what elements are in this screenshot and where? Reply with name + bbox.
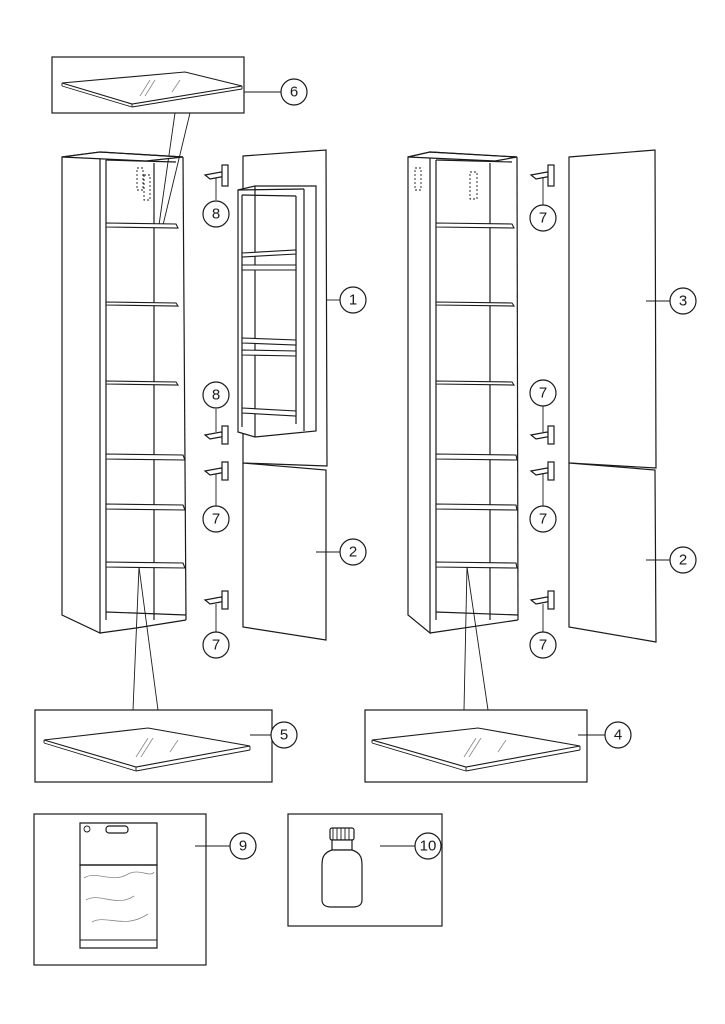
callout-10: 10: [414, 832, 442, 860]
inset-fitting-bag-9: [33, 813, 230, 966]
callout-number: 3: [679, 293, 687, 310]
callout-8-mid: 8: [202, 381, 230, 409]
callout-number: 7: [212, 511, 220, 528]
hinge-icon: [529, 461, 555, 506]
callout-7-left-mid: 7: [202, 505, 230, 533]
callout-7-left-bottom: 7: [202, 631, 230, 659]
callout-number: 6: [290, 84, 298, 101]
door-group-left: [237, 149, 340, 641]
callout-number: 7: [539, 210, 547, 227]
callout-1: 1: [339, 286, 367, 314]
callout-number: 5: [280, 727, 288, 744]
cabinet-right: [407, 151, 519, 711]
callout-number: 2: [679, 552, 687, 569]
callout-number: 8: [212, 387, 220, 404]
door-group-right: [568, 149, 670, 643]
inset-glass-shelf-5: [34, 709, 273, 783]
callout-2-right: 2: [669, 546, 697, 574]
cabinet-left: [61, 151, 187, 711]
callout-number: 10: [420, 838, 437, 855]
hinge-icon: [529, 590, 555, 632]
hinge-icon: [203, 461, 229, 506]
callout-7-right-mid: 7: [529, 379, 557, 407]
callout-3: 3: [669, 287, 697, 315]
callout-8-top: 8: [202, 200, 230, 228]
callout-number: 7: [212, 637, 220, 654]
hinge-icon: [529, 164, 555, 205]
hinge-icon: [203, 409, 229, 445]
callout-number: 8: [212, 206, 220, 223]
callout-6: 6: [280, 78, 308, 106]
inset-glass-shelf-6: [51, 56, 281, 226]
callout-number: 4: [614, 727, 622, 744]
callout-number: 2: [349, 544, 357, 561]
callout-number: 7: [539, 511, 547, 528]
callout-number: 9: [239, 838, 247, 855]
hinge-icon: [203, 590, 229, 632]
callout-number: 7: [539, 385, 547, 402]
inset-glue-bottle-10: [287, 813, 443, 927]
hinges-left: [203, 164, 229, 632]
callout-7-right-bottom: 7: [529, 631, 557, 659]
callout-7-right-lower: 7: [529, 505, 557, 533]
callout-2-left: 2: [339, 538, 367, 566]
callout-number: 7: [539, 637, 547, 654]
callout-number: 1: [349, 292, 357, 309]
callout-9: 9: [229, 832, 257, 860]
hinge-icon: [529, 406, 555, 445]
hinge-icon: [203, 164, 229, 200]
callout-7-right-top: 7: [529, 204, 557, 232]
inset-glass-shelf-4: [364, 709, 605, 783]
hinges-right: [529, 164, 555, 632]
callout-5: 5: [270, 721, 298, 749]
callout-4: 4: [604, 721, 632, 749]
